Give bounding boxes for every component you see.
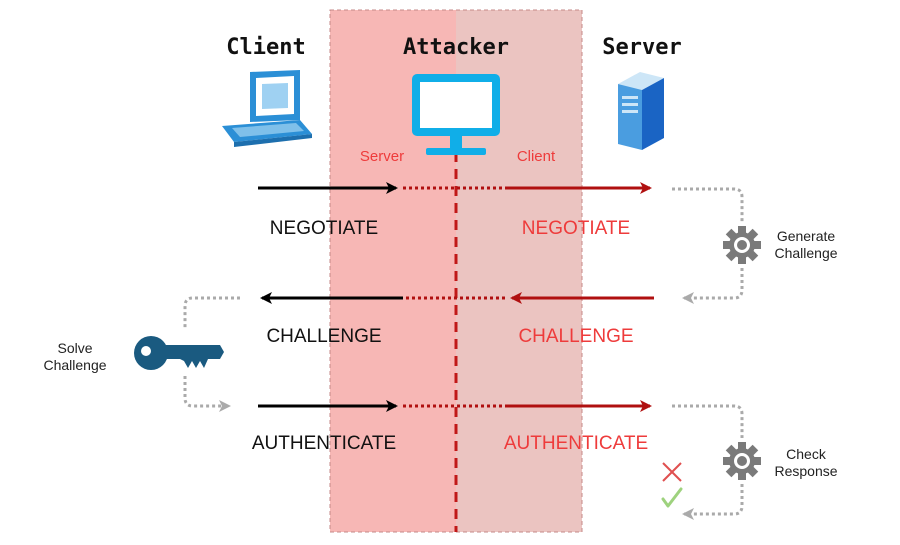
server-tower-icon [618, 72, 664, 150]
solve-challenge-loop: Solve Challenge [43, 296, 240, 412]
challenge-label-client: CHALLENGE [266, 326, 381, 347]
attacker-title: Attacker [403, 35, 509, 60]
server-title: Server [602, 35, 681, 60]
generate-challenge-line1: Generate [777, 228, 836, 244]
challenge-label-relayed: CHALLENGE [518, 326, 633, 347]
check-response-line2: Response [774, 463, 837, 479]
solve-challenge-line1: Solve [57, 340, 92, 356]
generate-challenge-line2: Challenge [774, 245, 837, 261]
authenticate-flow: AUTHENTICATE AUTHENTICATE [252, 400, 652, 454]
check-response-line1: Check [786, 446, 827, 462]
challenge-flow: CHALLENGE CHALLENGE [260, 292, 654, 347]
laptop-icon [222, 70, 312, 147]
client-title: Client [226, 35, 305, 60]
gear-icon [723, 442, 761, 480]
key-icon [134, 336, 224, 370]
attacker-as-server-label: Server [360, 148, 404, 165]
checkmark-icon [661, 487, 683, 508]
cross-icon [662, 462, 682, 482]
authenticate-label-relayed: AUTHENTICATE [504, 433, 648, 454]
attacker-as-client-label: Client [517, 148, 556, 165]
solve-challenge-line2: Challenge [43, 357, 106, 373]
gear-icon [723, 226, 761, 264]
check-response-loop: Check Response [661, 404, 838, 520]
negotiate-flow: NEGOTIATE NEGOTIATE [258, 182, 652, 239]
authenticate-label-client: AUTHENTICATE [252, 433, 396, 454]
negotiate-label-relayed: NEGOTIATE [522, 218, 630, 239]
generate-challenge-loop: Generate Challenge [672, 187, 838, 304]
monitor-icon [412, 74, 500, 155]
negotiate-label-client: NEGOTIATE [270, 218, 378, 239]
